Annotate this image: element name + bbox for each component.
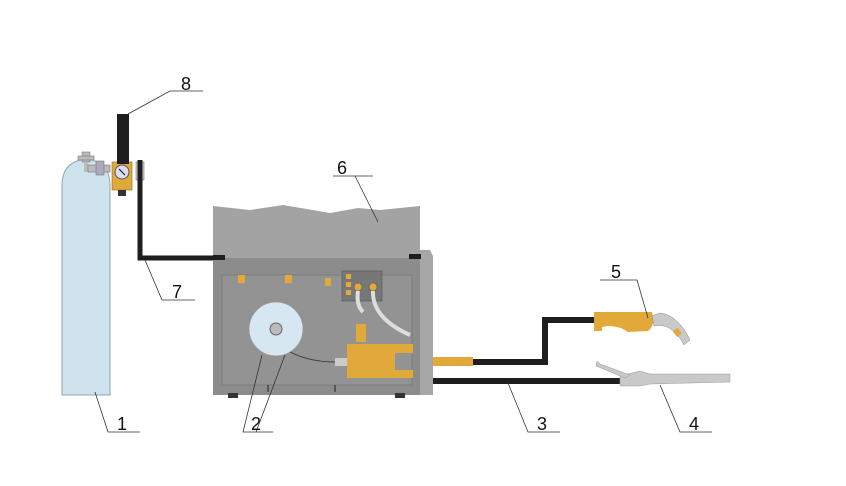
label-3: 3 xyxy=(537,414,547,434)
label-4: 4 xyxy=(689,414,699,434)
torch-assembly xyxy=(433,312,691,366)
label-1: 1 xyxy=(117,414,127,434)
machine-cover xyxy=(213,205,420,258)
gas-cylinder xyxy=(61,151,111,396)
label-2: 2 xyxy=(251,414,261,434)
ground-clamp xyxy=(619,370,731,387)
hose-7 xyxy=(137,160,224,261)
ground-cable-assembly xyxy=(433,360,731,387)
label-5: 5 xyxy=(611,262,621,282)
label-8: 8 xyxy=(181,74,191,94)
wire-feeder xyxy=(347,344,413,378)
torch-handle xyxy=(594,312,654,332)
hose-8 xyxy=(117,114,129,164)
label-6: 6 xyxy=(337,158,347,178)
torch-gooseneck xyxy=(651,312,691,346)
label-7: 7 xyxy=(172,282,182,302)
welding-machine xyxy=(213,205,433,398)
leader-lines xyxy=(94,90,712,433)
